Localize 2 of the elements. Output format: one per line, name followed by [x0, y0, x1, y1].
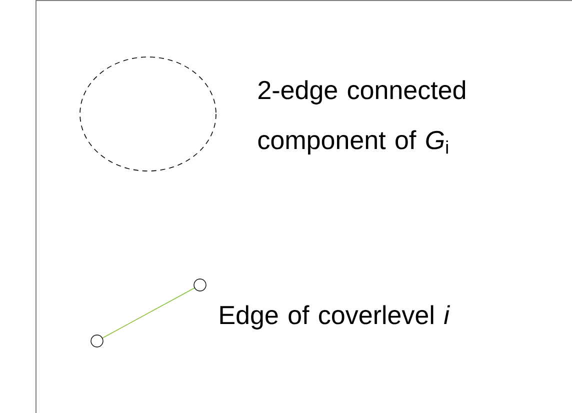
legend-text: 2-edge connected component of G$_{i}$ [258, 80, 466, 154]
legend-text: Edge of coverlevel i [220, 305, 450, 330]
